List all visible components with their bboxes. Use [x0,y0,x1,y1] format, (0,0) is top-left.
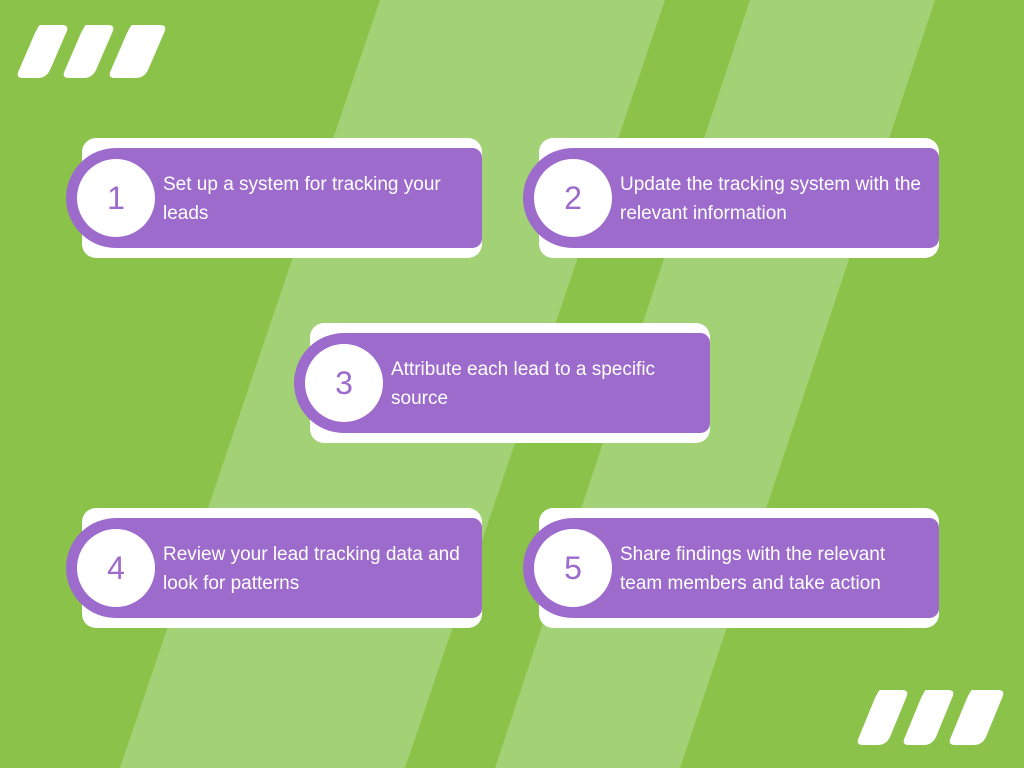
step-number-circle: 4 [77,529,155,607]
step-number-circle: 5 [534,529,612,607]
card-bar: 1 Set up a system for tracking your lead… [66,148,482,248]
step-number-circle: 1 [77,159,155,237]
step-text: Attribute each lead to a specific source [391,359,656,409]
step-text: Set up a system for tracking your leads [163,174,441,224]
card-bar: 4 Review your lead tracking data and loo… [66,518,482,618]
step-text: Share findings with the relevant team me… [620,544,886,594]
step-number-circle: 3 [305,344,383,422]
card-bar: 5 Share findings with the relevant team … [523,518,939,618]
step-text: Review your lead tracking data and look … [163,544,460,594]
card-bar: 2 Update the tracking system with the re… [523,148,939,248]
step-card-1: 1 Set up a system for tracking your lead… [66,138,496,258]
slash-logo-top-left [17,25,166,78]
step-card-4: 4 Review your lead tracking data and loo… [66,508,496,628]
step-card-5: 5 Share findings with the relevant team … [523,508,953,628]
step-card-3: 3 Attribute each lead to a specific sour… [294,323,724,443]
step-text: Update the tracking system with the rele… [620,174,921,224]
step-number: 4 [107,549,125,586]
step-number-circle: 2 [534,159,612,237]
slash-logo-bottom-right [857,690,1004,745]
step-card-2: 2 Update the tracking system with the re… [523,138,953,258]
step-number: 1 [107,179,125,216]
card-bar: 3 Attribute each lead to a specific sour… [294,333,710,433]
step-number: 2 [564,179,582,216]
step-number: 5 [564,549,582,586]
step-number: 3 [335,364,353,401]
